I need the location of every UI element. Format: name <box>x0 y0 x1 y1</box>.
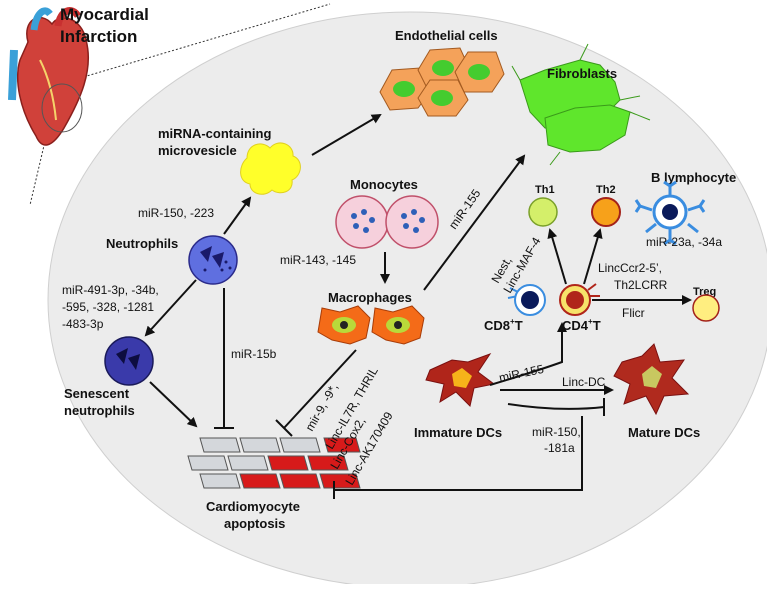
arrow-neutrophil-microvesicle <box>223 196 252 235</box>
label-mir-150-181-1: miR-150, <box>532 425 581 439</box>
mature-dcs-label: Mature DCs <box>628 425 700 440</box>
label-mir-491-1: miR-491-3p, -34b, <box>62 283 159 297</box>
microvesicle-label-2: microvesicle <box>158 143 237 158</box>
label-mir-143-145: miR-143, -145 <box>280 253 356 267</box>
monocytes-label: Monocytes <box>350 177 418 192</box>
label-flicr: Flicr <box>622 306 645 320</box>
fibroblasts-icon <box>511 43 651 166</box>
mir-23a-label: miR-23a, -34a <box>646 235 722 249</box>
cd4-t-cell-icon <box>559 283 600 316</box>
label-lincccr2: LincCcr2-5’, <box>598 261 662 275</box>
arrow-immature-cd4 <box>489 322 567 386</box>
th1-cell-icon <box>528 197 558 227</box>
inhibit-dc-cardio <box>334 416 583 491</box>
endothelial-cells-icon <box>379 47 505 117</box>
inhibit-immature-mature <box>507 403 605 410</box>
zoom-line-bottom <box>29 119 51 206</box>
label-mir-150-181-2: -181a <box>544 441 575 455</box>
monocytes-icon <box>335 195 439 249</box>
arrow-cd4-th2 <box>583 228 603 285</box>
title-line1: Myocardial <box>60 5 149 24</box>
cd8-t-cell-icon <box>507 284 546 316</box>
inhibit-macrophage-cardio <box>283 349 357 429</box>
arrow-macrophages-fibroblasts <box>423 154 526 291</box>
th2-cell-icon <box>591 197 621 227</box>
arrow-neutrophil-senescent <box>144 279 197 337</box>
cd8-label: CD8+T <box>484 317 523 333</box>
immature-dcs-label: Immature DCs <box>414 425 502 440</box>
microvesicle-icon <box>240 142 301 195</box>
label-linc-dc: Linc-DC <box>562 375 606 389</box>
title-line2: Infarction <box>60 27 137 46</box>
zoom-line-top <box>79 3 331 79</box>
arrow-cd4-th1 <box>547 228 567 285</box>
fibroblasts-label: Fibroblasts <box>547 66 617 81</box>
b-lymphocyte-label: B lymphocyte <box>651 170 736 185</box>
neutrophil-icon <box>188 235 238 285</box>
neutrophils-label: Neutrophils <box>106 236 178 251</box>
senescent-label-2: neutrophils <box>64 403 135 418</box>
microvesicle-label-1: miRNA-containing <box>158 126 271 141</box>
arrow-microvesicle-endothelial <box>311 113 382 156</box>
inhibit-macrophage-cardio-bar <box>275 419 293 437</box>
cd4-label: CD4+T <box>562 317 601 333</box>
senescent-label-1: Senescent <box>64 386 130 401</box>
cardiomyocyte-icon <box>187 437 361 489</box>
macrophages-label: Macrophages <box>328 290 412 305</box>
b-lymphocyte-icon <box>634 180 706 246</box>
endothelial-label: Endothelial cells <box>395 28 498 43</box>
label-mir-491-3: -483-3p <box>62 317 104 331</box>
mature-dc-icon <box>613 343 690 416</box>
label-mir-491-2: -595, -328, -1281 <box>62 300 154 314</box>
label-mir-150-223: miR-150, -223 <box>138 206 214 220</box>
macrophages-icon <box>317 305 425 345</box>
cardio-label-1: Cardiomyocyte <box>206 499 300 514</box>
immature-dc-icon <box>425 353 496 407</box>
cardio-label-2: apoptosis <box>224 516 285 531</box>
label-mir-15b: miR-15b <box>231 347 277 361</box>
heart-icon <box>8 7 90 146</box>
th2-label: Th2 <box>596 184 616 196</box>
arrow-senescent-cardio <box>149 381 198 428</box>
label-th2lcrr: Th2LCRR <box>614 278 668 292</box>
treg-cell-icon <box>692 294 720 322</box>
th1-label: Th1 <box>535 184 555 196</box>
senescent-neutrophil-icon <box>104 336 154 386</box>
